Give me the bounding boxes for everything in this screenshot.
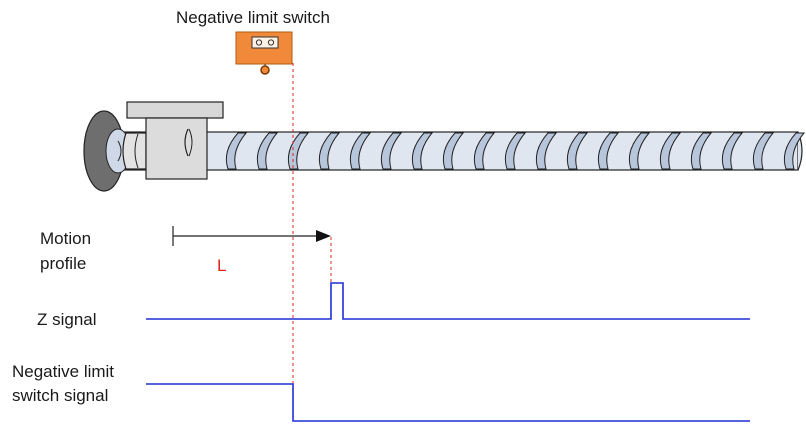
- motion-profile-label-1: Motion: [40, 229, 91, 248]
- screw-thread: [690, 132, 713, 170]
- screw-threads: [225, 132, 806, 170]
- screw-thread: [566, 132, 589, 170]
- screw-thread: [752, 132, 775, 170]
- limit-signal-waveform: [146, 383, 750, 422]
- screw-thread: [225, 132, 248, 170]
- screw-thread: [256, 132, 279, 170]
- screw-thread: [597, 132, 620, 170]
- screw-thread: [349, 132, 372, 170]
- screw-thread: [628, 132, 651, 170]
- limit-signal-label-1: Negative limit: [12, 362, 114, 381]
- carriage-top: [126, 101, 224, 119]
- switch-title: Negative limit switch: [176, 8, 330, 27]
- screw-thread: [783, 132, 806, 170]
- z-signal-waveform: [146, 282, 750, 320]
- screw-thread: [411, 132, 434, 170]
- screw-thread: [473, 132, 496, 170]
- limit-signal-label-2: switch signal: [12, 386, 108, 405]
- screw-thread: [535, 132, 558, 170]
- screw-thread: [442, 132, 465, 170]
- motion-profile-label-2: profile: [40, 254, 86, 273]
- distance-label: L: [217, 256, 226, 275]
- screw-thread: [380, 132, 403, 170]
- screw-thread: [659, 132, 682, 170]
- ball-screw-icon: [83, 101, 806, 192]
- motion-arrow: [172, 226, 331, 246]
- limit-switch-icon: [235, 31, 293, 75]
- z-signal-label: Z signal: [37, 310, 97, 329]
- screw-thread: [721, 132, 744, 170]
- screw-thread: [318, 132, 341, 170]
- screw-thread: [504, 132, 527, 170]
- carriage-nut: [145, 117, 208, 180]
